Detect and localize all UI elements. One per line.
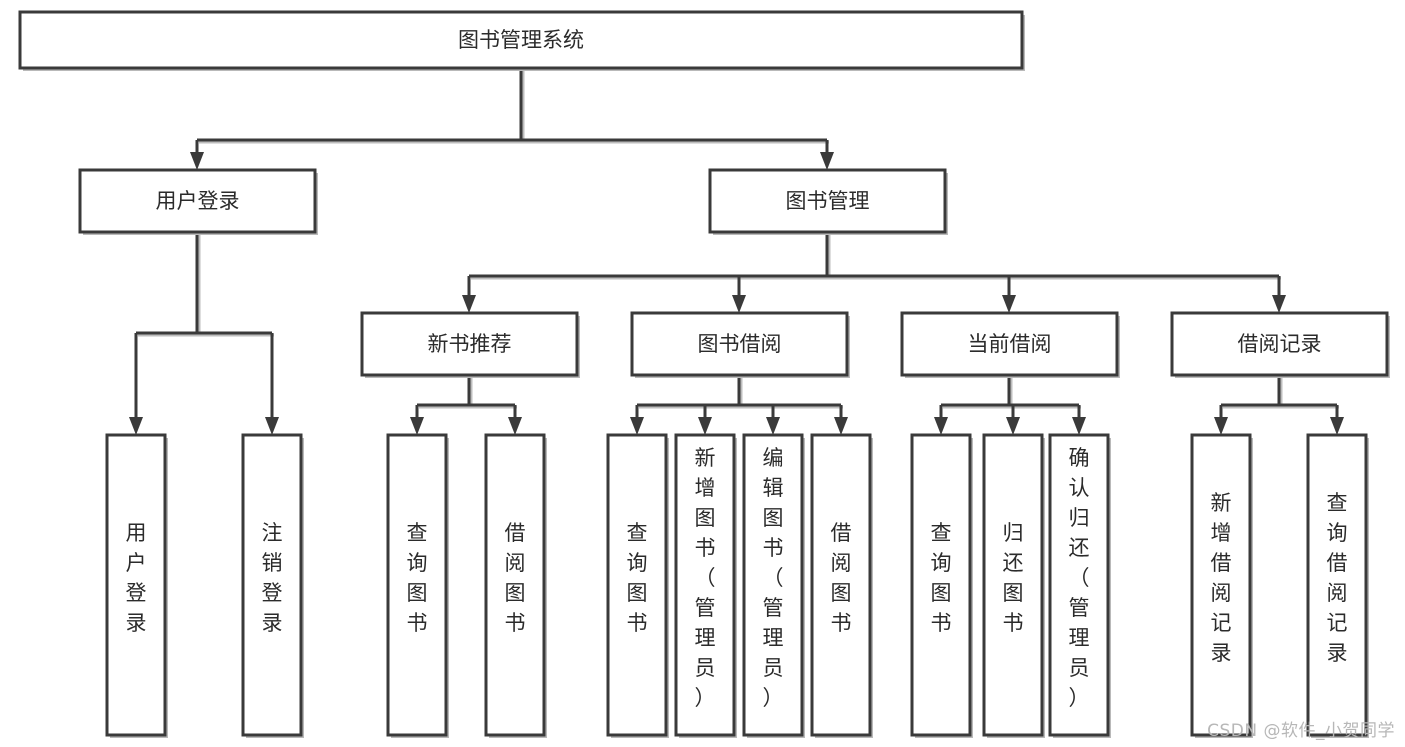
node-label: 新增图书（管理员） [695, 446, 716, 710]
connector-conn-book-borrow [630, 375, 848, 435]
node-level2-user-login[interactable]: 用户登录 [78, 168, 318, 235]
node-label: 新增借阅记录 [1211, 491, 1232, 665]
node-label: 注销登录 [262, 521, 283, 635]
node-label: 当前借阅 [968, 332, 1052, 356]
node-root-root[interactable]: 图书管理系统 [18, 10, 1025, 71]
node-leaf-leaf-query-book-borrow[interactable]: 查询图书 [606, 433, 669, 738]
node-level3-borrow-record[interactable]: 借阅记录 [1170, 311, 1390, 378]
node-layer: 图书管理系统用户登录图书管理新书推荐图书借阅当前借阅借阅记录用户登录注销登录查询… [18, 10, 1390, 738]
connector-conn-new-book [410, 375, 522, 435]
node-label: 图书管理 [786, 189, 870, 213]
node-label: 查询借阅记录 [1327, 491, 1348, 665]
node-label: 借阅图书 [831, 521, 852, 635]
node-label: 图书管理系统 [458, 28, 584, 52]
node-leaf-leaf-borrow-book[interactable]: 借阅图书 [810, 433, 873, 738]
node-label: 图书借阅 [698, 332, 782, 356]
node-leaf-leaf-logout[interactable]: 注销登录 [241, 433, 304, 738]
node-label: 查询图书 [627, 521, 648, 635]
node-leaf-leaf-query-book-rec[interactable]: 查询图书 [386, 433, 449, 738]
node-leaf-leaf-user-login[interactable]: 用户登录 [105, 433, 168, 738]
node-level2-book-manage[interactable]: 图书管理 [708, 168, 948, 235]
node-level3-new-book-recommend[interactable]: 新书推荐 [360, 311, 580, 378]
node-label: 查询图书 [407, 521, 428, 635]
node-leaf-leaf-query-book-cur[interactable]: 查询图书 [910, 433, 973, 738]
node-level3-book-borrow[interactable]: 图书借阅 [630, 311, 850, 378]
node-label: 归还图书 [1003, 521, 1024, 635]
node-leaf-leaf-edit-book[interactable]: 编辑图书（管理员） [742, 433, 805, 738]
watermark-text: CSDN @软件_小贺同学 [1207, 721, 1395, 741]
node-label: 确认归还（管理员） [1069, 446, 1090, 710]
node-leaf-leaf-borrow-book-rec[interactable]: 借阅图书 [484, 433, 547, 738]
node-leaf-leaf-confirm-return[interactable]: 确认归还（管理员） [1048, 433, 1111, 738]
connector-conn-current-borrow [934, 375, 1086, 435]
node-leaf-leaf-add-record[interactable]: 新增借阅记录 [1190, 433, 1253, 738]
node-label: 新书推荐 [428, 332, 512, 356]
node-label: 编辑图书（管理员） [763, 446, 784, 710]
node-level3-current-borrow[interactable]: 当前借阅 [900, 311, 1120, 378]
node-label: 查询图书 [931, 521, 952, 635]
node-leaf-leaf-return-book[interactable]: 归还图书 [982, 433, 1045, 738]
connector-conn-user-login [129, 232, 279, 435]
node-label: 借阅记录 [1238, 332, 1322, 356]
node-label: 借阅图书 [505, 521, 526, 635]
connector-conn-root [190, 68, 834, 170]
node-label: 用户登录 [126, 521, 147, 635]
connector-conn-borrow-record [1214, 375, 1344, 435]
connector-conn-book-manage [462, 232, 1286, 313]
node-leaf-leaf-add-book[interactable]: 新增图书（管理员） [674, 433, 737, 738]
node-label: 用户登录 [156, 189, 240, 213]
connector-layer [129, 68, 1344, 435]
node-leaf-leaf-query-record[interactable]: 查询借阅记录 [1306, 433, 1369, 738]
